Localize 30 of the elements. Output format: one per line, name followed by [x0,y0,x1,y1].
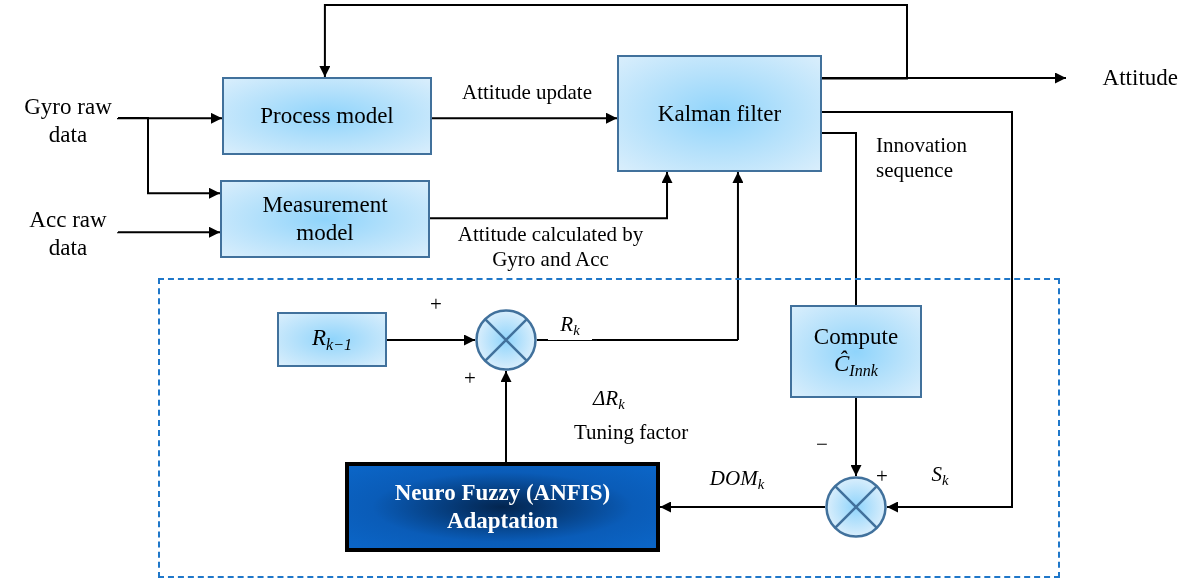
process-box [790,305,922,398]
sign-label: + [464,366,476,392]
arrow [500,370,512,463]
process-box: Kalman filter [617,55,822,172]
arrow [659,501,826,513]
arrow [821,111,1013,513]
annotation-label: ΔR$_{k}$ [593,386,625,415]
output-label: Attitude [1066,63,1178,93]
box-title: Compute [813,322,899,350]
arrow [117,226,221,238]
process-box: Neuro Fuzzy (ANFIS) Adaptation [345,462,660,552]
annotation-label: Tuning factor [574,420,689,446]
arrow [431,112,618,124]
process-box: Measurement model [220,180,430,258]
annotation-label: Innovation sequence [876,133,968,184]
sign-label: + [876,464,888,490]
arrow [850,397,862,477]
arrow [117,116,221,199]
arrow [117,112,223,124]
sign-label: + [430,292,442,318]
arrow [386,334,476,346]
adaptation-region [158,278,1060,578]
arrow [319,4,908,80]
process-box: Process model [222,77,432,155]
process-box: R$_{k−1}$ [277,312,387,367]
sign-label: − [816,432,828,458]
arrow [536,171,744,341]
input-label: Gyro raw data [18,90,118,152]
input-label: Acc raw data [18,203,118,265]
arrow [429,171,673,220]
